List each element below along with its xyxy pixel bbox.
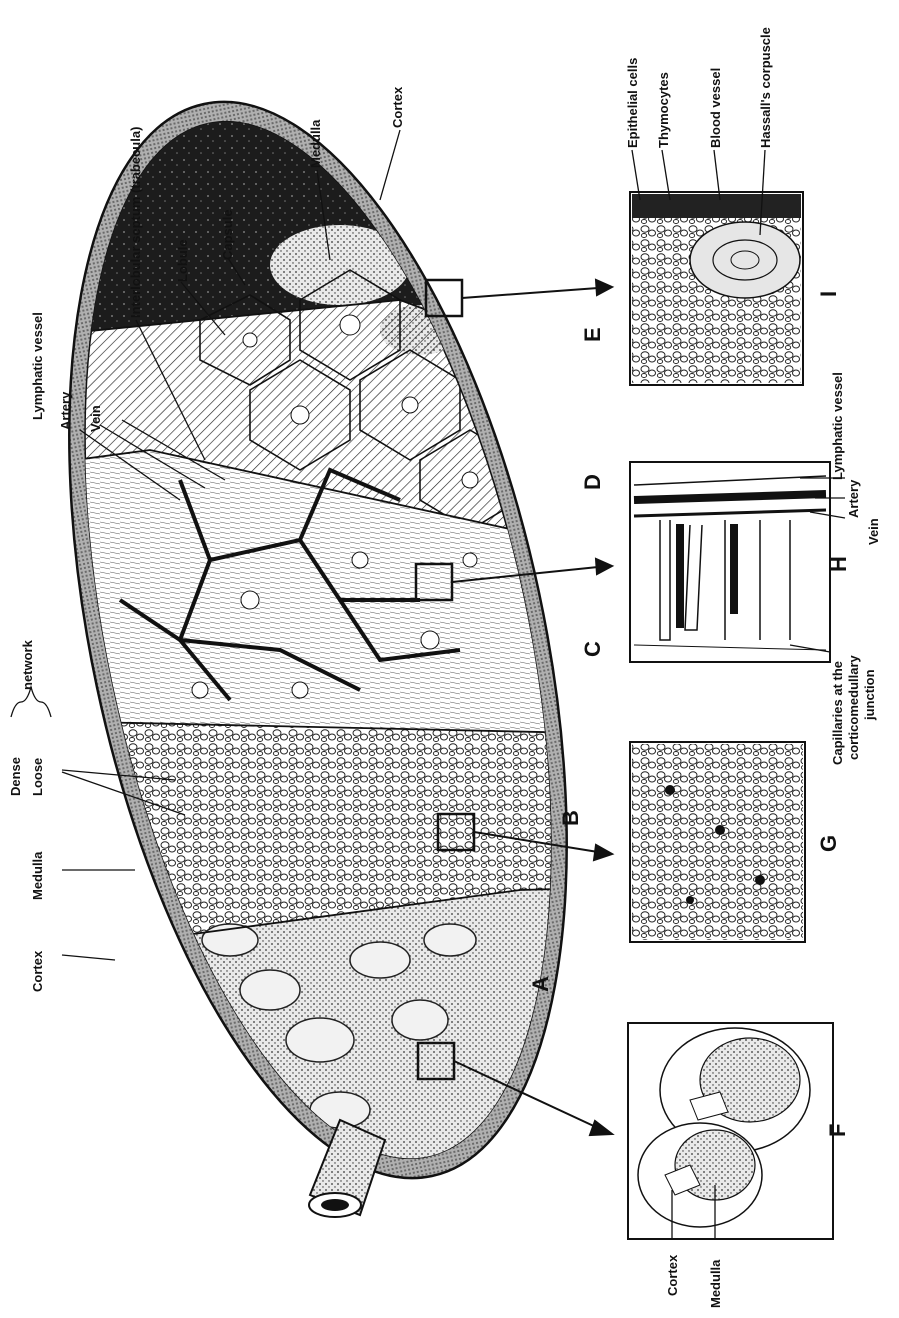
artery-label: Artery [58,391,73,430]
epithelial-cells-label: Epithelial cells [625,58,640,148]
lymphatic-vessel-label: Lymphatic vessel [30,312,45,420]
h-lymphatic-vessel-label: Lymphatic vessel [830,372,845,480]
cortex-left-label: Cortex [30,950,45,992]
labels-panel-f: Cortex Medulla [665,1254,723,1308]
panel-h [630,462,830,662]
labels-left: Dense Loose network Medulla Cortex [8,639,51,992]
capillaries-label-2: corticomedullary [846,654,861,760]
vein-label: Vein [88,405,103,432]
f-medulla-label: Medulla [708,1259,723,1308]
dense-label: Dense [8,757,23,796]
medulla-top-label: Medulla [308,119,323,168]
panel-f [628,1023,833,1239]
panel-i [630,192,803,385]
capsule-label: Capsule [220,209,235,260]
thymocytes-label: Thymocytes [656,72,671,148]
medulla-left-label: Medulla [30,851,45,900]
capillaries-label-3: junction [862,669,877,721]
lobule-label: Lobule [175,239,190,282]
network-brace [11,687,51,717]
letter-c: C [580,641,605,657]
hassalls-corpuscle-label: Hassall's corpuscle [758,27,773,148]
cortex-top-label: Cortex [390,86,405,128]
h-vein-label: Vein [866,518,881,545]
septum-label: Interlobular septum (trabecula) [128,127,143,318]
letter-e: E [580,327,605,342]
loose-label: Loose [30,758,45,796]
panel-g [630,742,805,942]
letter-i: I [816,291,841,297]
letter-b: B [558,810,583,826]
letter-g: G [816,835,841,852]
letter-a: A [528,976,553,992]
blood-vessel-label: Blood vessel [708,68,723,148]
network-label: network [20,639,35,690]
capillaries-label-1: Capillaries at the [830,661,845,765]
letter-f: F [825,1124,850,1137]
letter-h: H [826,556,851,572]
labels-panel-i: Epithelial cells Thymocytes Blood vessel… [625,27,773,148]
section-letters: E D C B A I H G F [528,291,851,1137]
letter-d: D [580,474,605,490]
f-cortex-label: Cortex [665,1254,680,1296]
h-artery-label: Artery [846,479,861,518]
hassalls-corpuscle-shape [690,222,800,298]
